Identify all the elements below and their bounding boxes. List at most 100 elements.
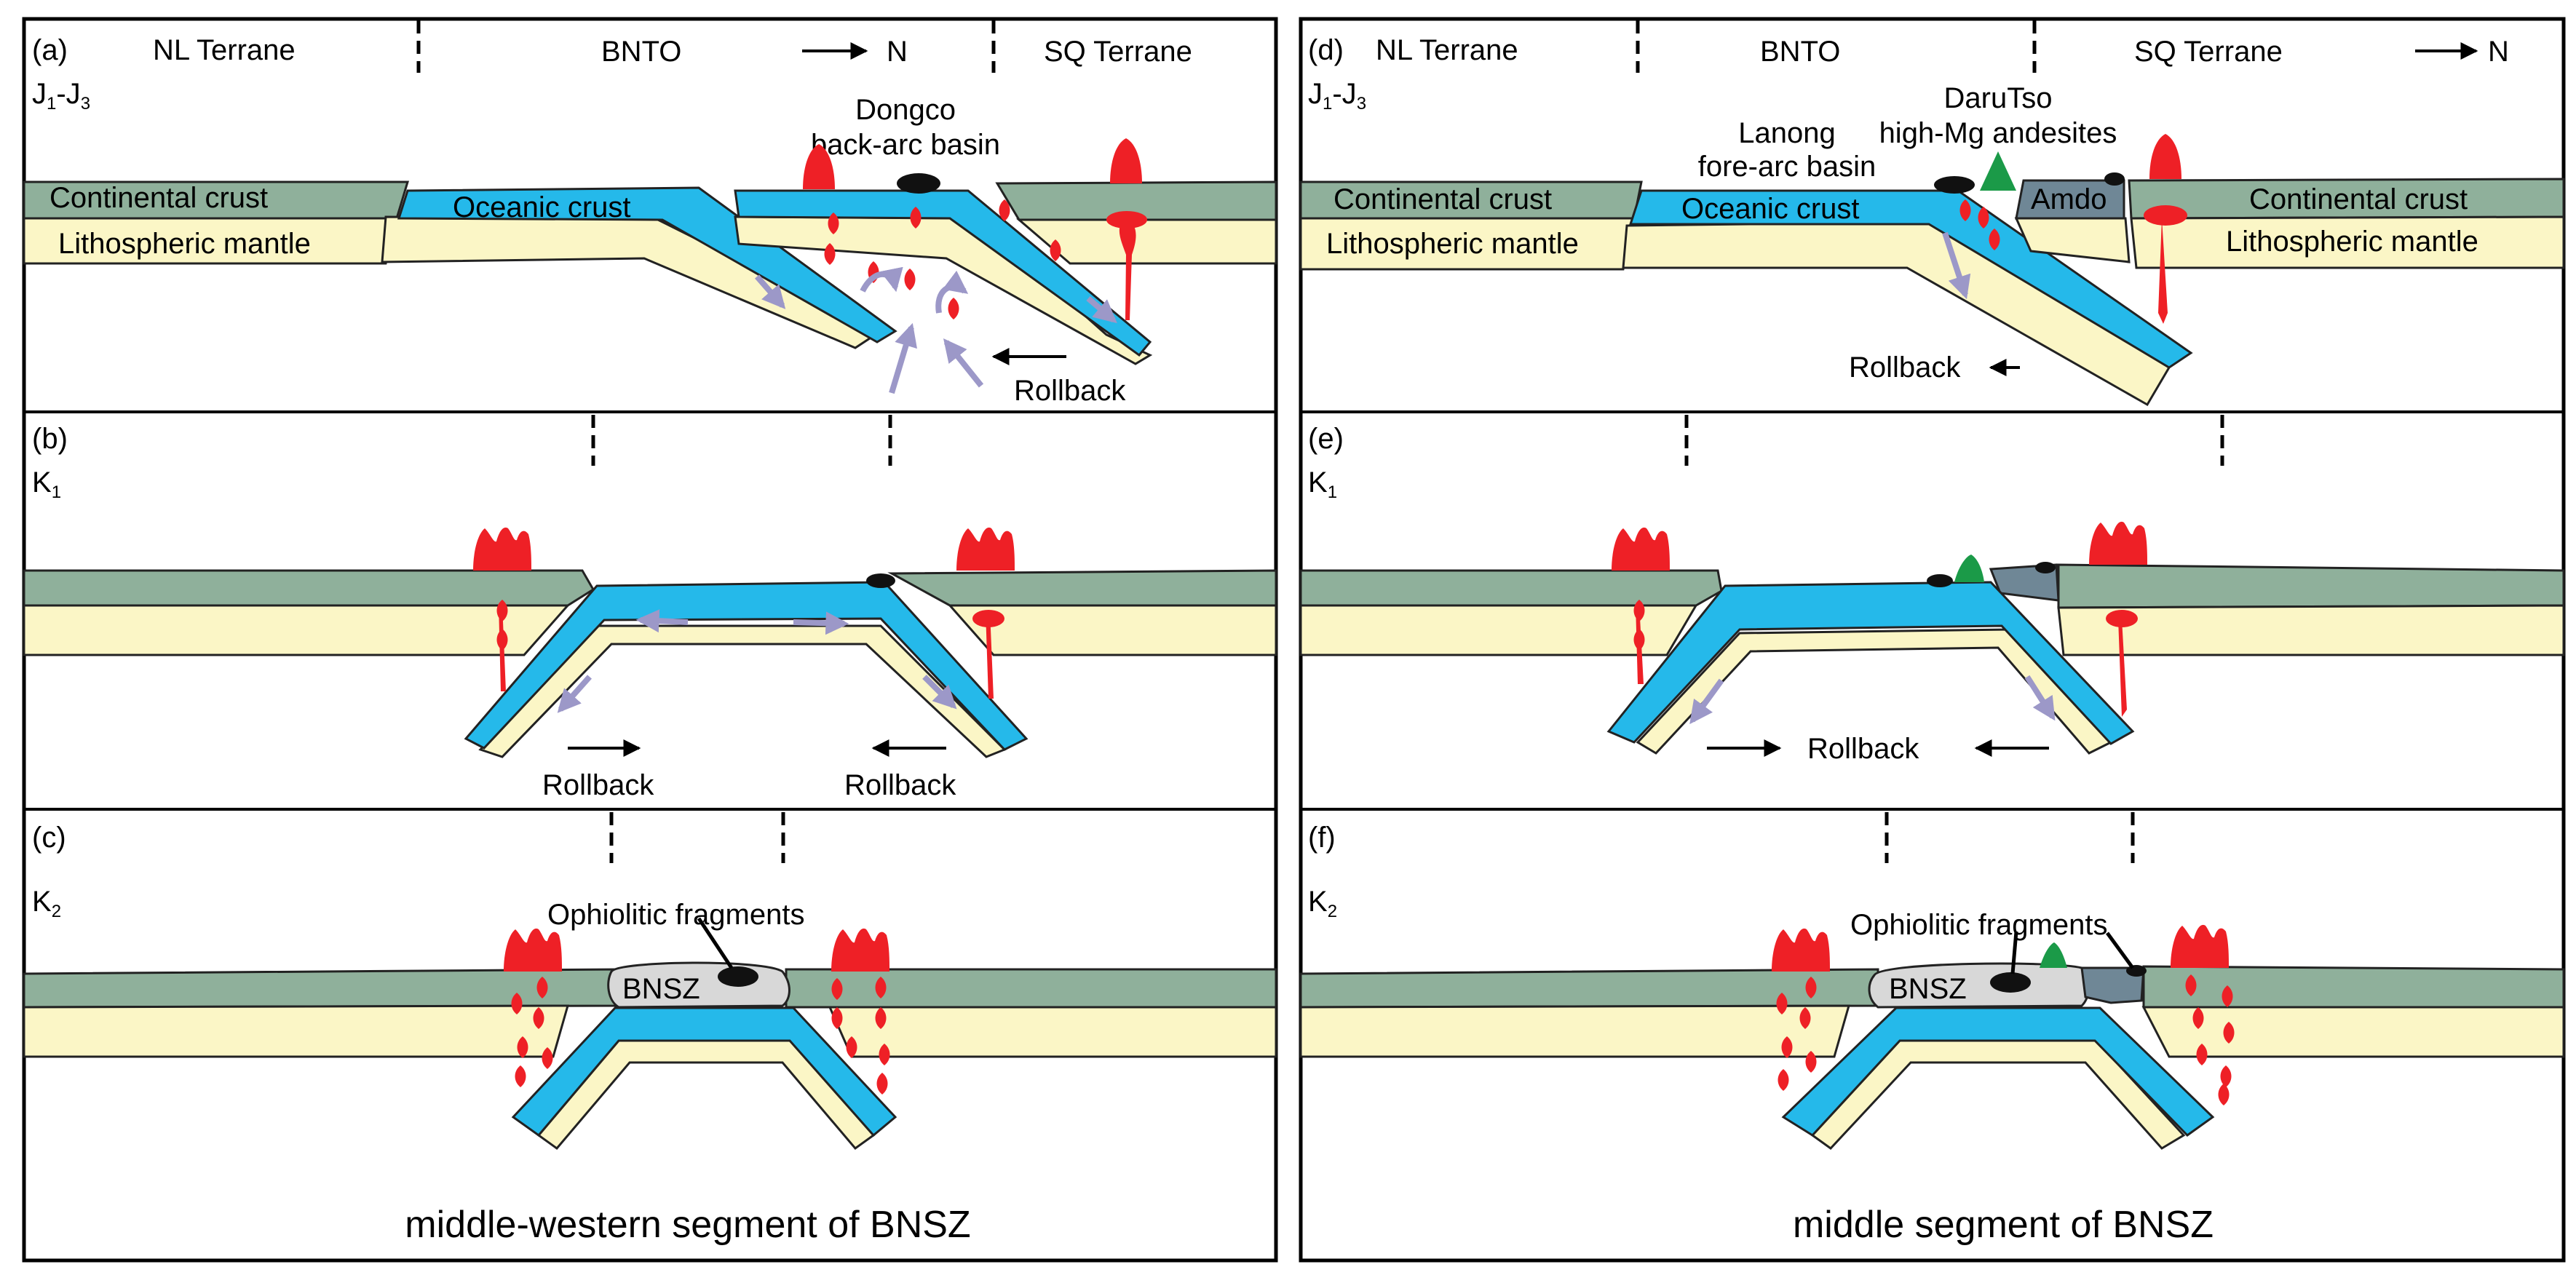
panel-b: (b) K1 [23,415,1277,801]
rollback-label-d: Rollback [1849,351,1961,384]
amdo-label: Amdo [2031,183,2107,215]
panel-c-letter: (c) [32,822,66,854]
lithospheric-mantle-label-d2: Lithospheric mantle [2226,226,2478,258]
volcano-c2 [831,928,889,972]
terrane-label-bnto-d: BNTO [1760,36,1840,68]
mantle-flow-arrows [1689,675,2056,725]
continental-crust-label-d1: Continental crust [1333,183,1552,215]
rollback-label-b2: Rollback [844,769,956,801]
left-plate-mantle-f [1299,1004,1850,1058]
left-plate-mantle-b [23,604,571,656]
panel-d-age: J1-J3 [1308,78,1366,114]
volcano-f2 [2171,924,2229,968]
panel-e-letter: (e) [1308,423,1344,455]
mantle-flow-arrows [557,609,957,713]
left-plate-crust-f [1299,968,1879,1009]
oceanic-crust-label-d: Oceanic crust [1681,193,1860,225]
ophiolite-a [897,173,940,194]
ophiolite-c [718,966,758,987]
bnsz-label-c: BNSZ [622,973,700,1005]
lithospheric-mantle-label: Lithospheric mantle [58,228,311,260]
oceanic-crust-c [511,1006,897,1137]
continental-crust-label-d2: Continental crust [2249,183,2468,215]
mantle-flow-arrows [754,266,1117,394]
volcano-d [2149,134,2181,179]
basin-label: Dongco [855,94,956,126]
slab-mantle-e [1636,628,2113,755]
volcano-b1 [473,527,531,571]
oceanic-crust-e [1606,581,2135,745]
fragments-label-f: Ophiolitic fragments [1850,909,2107,941]
panel-a: (a) J1-J3 NL Terrane BNTO N SQ Terrane C… [23,20,1277,407]
right-plate-mantle-b [947,604,1277,656]
volcano-e2 [2089,521,2147,565]
bnsz-label-f: BNSZ [1889,973,1967,1005]
andesite-d [1980,151,2016,191]
ophiolite-e1 [1927,574,1953,587]
right-plate-crust-c [785,968,1277,1009]
magma-drop [948,298,959,319]
panel-e: (e) K1 [1299,415,2565,765]
ophiolite-f2 [2126,965,2147,977]
rollback-label-b1: Rollback [542,769,654,801]
left-plate-crust-c [23,968,620,1009]
right-plate-mantle-e [2057,604,2565,656]
magma-conduit [986,611,994,699]
volcano-c1 [504,928,562,972]
flow-arrow [1942,231,1971,300]
right-caption: middle segment of BNSZ [1793,1204,2214,1246]
magma-chamber [2106,610,2138,627]
terrane-label-nl-d: NL Terrane [1376,34,1518,66]
ophiolite-d2 [2104,172,2125,186]
magma-conduit [2158,218,2168,324]
left-plate-crust-e [1299,569,1723,607]
right-plate-mantle-c [828,1006,1277,1058]
volcano-f1 [1772,928,1830,972]
oceanic-crust-label: Oceanic crust [453,191,631,223]
left-block: (a) J1-J3 NL Terrane BNTO N SQ Terrane C… [22,17,1278,1263]
andesite-f [2040,942,2067,968]
magma-chamber [1106,211,1147,229]
panel-f-letter: (f) [1308,822,1336,854]
daru-label-2: high-Mg andesites [1879,117,2117,149]
right-lithospheric-mantle-d [2130,215,2565,269]
oceanic-crust-f [1781,1006,2215,1137]
terrane-label-sq: SQ Terrane [1044,36,1192,68]
magma-chamber [2144,205,2187,226]
right-plate-crust-f [2142,965,2565,1009]
continental-crust-label: Continental crust [49,182,268,214]
panel-b-letter: (b) [32,423,68,455]
panel-a-age: J1-J3 [32,78,90,114]
lanong-label-2: fore-arc basin [1698,151,1876,183]
fragments-label-c: Ophiolitic fragments [547,899,804,931]
daru-label: DaruTso [1944,82,2053,114]
magma-drop [904,269,916,290]
andesite-e [1954,555,1984,582]
panel-f: (f) K2 BNSZ Ophiolitic fragments [1299,812,2565,1246]
panel-d-letter: (d) [1308,34,1344,66]
left-plate-mantle-e [1299,604,1698,656]
oceanic-crust-b [464,581,1029,751]
ophiolite-f1 [1990,972,2031,993]
panel-a-letter: (a) [32,34,68,66]
amdo-block [2015,179,2125,220]
magma-conduit [1119,218,1136,320]
north-label: N [887,36,908,68]
panel-f-age: K2 [1308,886,1337,921]
panel-c: (c) K2 BNSZ Ophiolitic fragments [23,812,1277,1246]
oceanic-crust-a2 [734,189,1152,357]
ophiolite-e2 [2035,562,2056,573]
right-plate-crust-e [2057,563,2565,609]
rollback-label-e: Rollback [1807,733,1919,765]
ophiolite-b [866,573,895,588]
left-plate-crust-b [23,569,595,607]
north-label-d: N [2488,36,2509,68]
terrane-label-nl: NL Terrane [153,34,296,66]
ophiolite-d1 [1934,176,1975,194]
magma-chamber [972,610,1004,627]
terrane-label-sq-d: SQ Terrane [2134,36,2283,68]
terrane-label-bnto: BNTO [601,36,681,68]
right-plate-crust-b [887,569,1277,607]
panel-c-age: K2 [32,886,61,921]
